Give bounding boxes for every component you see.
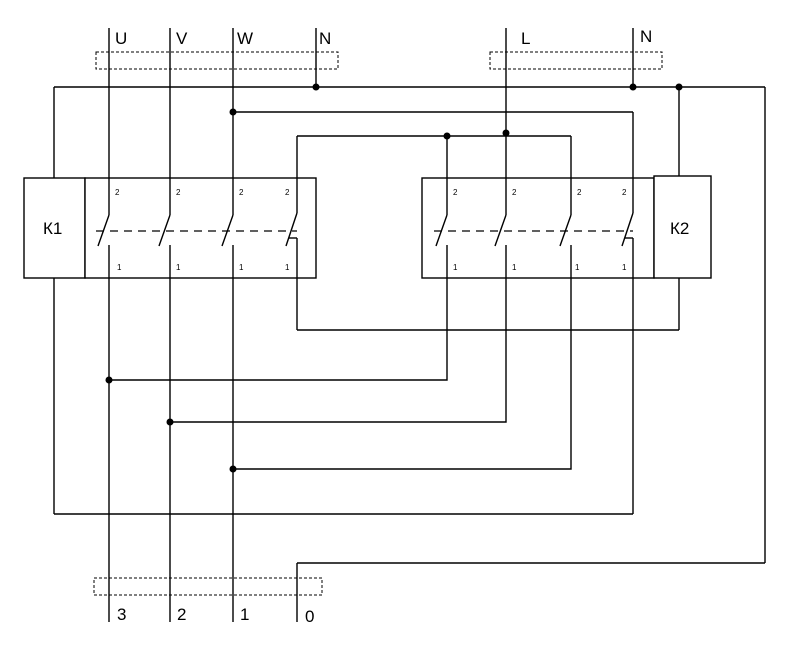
input-terminal-strip-3phase [95, 51, 339, 70]
k2-pin-top-1: 2 [453, 188, 458, 197]
k1-label: К1 [43, 219, 62, 238]
k2-pin-bottom-1: 1 [453, 263, 458, 272]
k1-coil-box [23, 177, 86, 279]
junction-w-tap [229, 108, 237, 116]
terminal-label-w: W [237, 29, 253, 48]
k1-contact-box [84, 177, 317, 279]
k2-out-to-u [109, 276, 448, 381]
k1-pin-top-2: 2 [176, 188, 181, 197]
k2-pin-top-3: 2 [577, 188, 582, 197]
junction-v-out [166, 418, 174, 426]
junction-l-k2-pole1 [443, 132, 451, 140]
junction-n2-bus [629, 83, 637, 91]
junction-u-out [105, 376, 113, 384]
terminal-label-n1: N [319, 29, 331, 48]
terminal-label-n2: N [640, 27, 652, 46]
junction-k2-coil [675, 83, 683, 91]
k1-pole4-blade [285, 212, 298, 247]
k1-pin-bottom-2: 1 [176, 263, 181, 272]
k2-pin-bottom-3: 1 [575, 263, 580, 272]
k2-pin-bottom-2: 1 [512, 263, 517, 272]
k2-pole4-blade [621, 212, 634, 247]
k2-pin-bottom-4: 1 [622, 263, 627, 272]
output-label-3: 3 [117, 605, 126, 624]
terminal-label-l: L [521, 29, 530, 48]
terminal-label-v: V [176, 29, 188, 48]
output-label-0: 0 [305, 607, 314, 626]
k1-pin-top-1: 2 [115, 188, 120, 197]
input-terminal-strip-1phase [489, 51, 663, 70]
k2-pole2-blade [494, 214, 507, 247]
terminal-label-u: U [115, 29, 127, 48]
k1-pole2-blade [158, 214, 171, 247]
junctions [105, 83, 683, 473]
k1-pin-bottom-1: 1 [117, 263, 122, 272]
k1-pin-top-4: 2 [285, 188, 290, 197]
k1-pin-bottom-3: 1 [239, 263, 244, 272]
k1-pin-top-3: 2 [239, 188, 244, 197]
output-label-1: 1 [240, 605, 249, 624]
k2-pin-top-2: 2 [512, 188, 517, 197]
k2-label: К2 [670, 219, 689, 238]
contactor-k1: К1 2 2 2 2 1 1 1 1 [23, 177, 317, 279]
k2-pin-top-4: 2 [622, 188, 627, 197]
contactor-k2: К2 2 2 2 2 1 1 1 1 [421, 175, 712, 279]
output-label-2: 2 [177, 605, 186, 624]
k2-out-to-v [170, 276, 507, 423]
k2-out-to-w [233, 276, 572, 470]
output-terminal-strip [93, 577, 323, 596]
wires [53, 28, 766, 622]
k1-pin-bottom-4: 1 [285, 263, 290, 272]
junction-w-out [229, 465, 237, 473]
k2-contact-box [421, 177, 655, 279]
junction-l-k2-pole2 [502, 129, 510, 137]
k2-coil-box [653, 175, 712, 279]
junction-n1-bus [312, 83, 320, 91]
